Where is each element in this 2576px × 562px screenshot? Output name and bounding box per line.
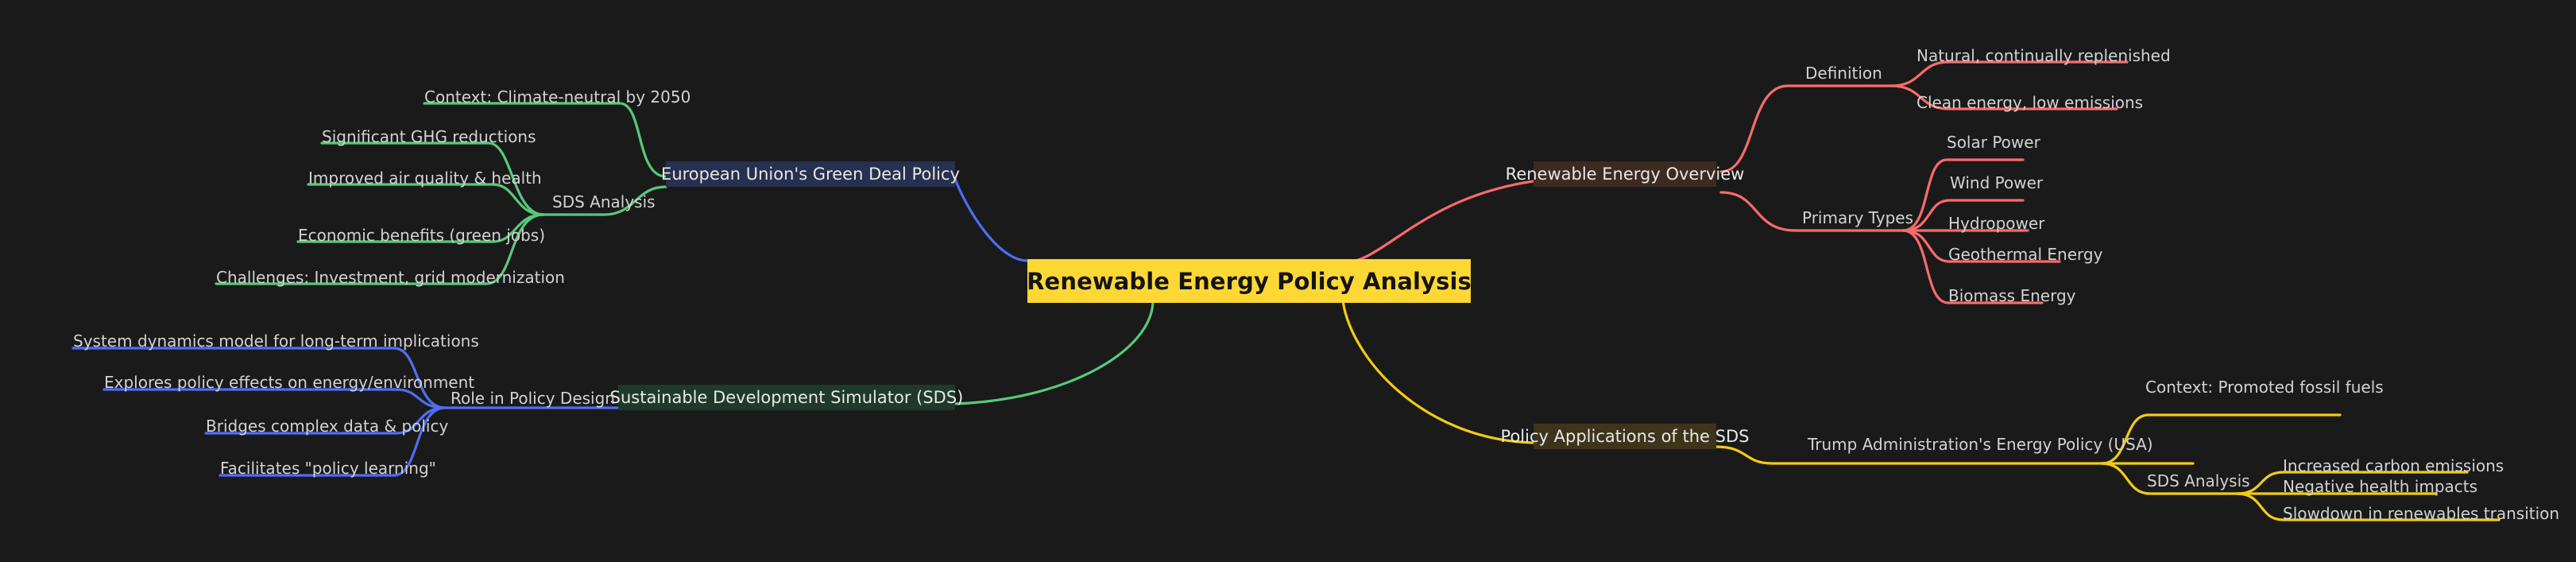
edge-ov-def-1 <box>1889 60 2129 87</box>
branch-node-eu[interactable]: European Union's Green Deal Policy <box>661 161 960 187</box>
edge-root-eu <box>953 177 1029 262</box>
apps-context-label[interactable]: Context: Promoted fossil fuels <box>2145 378 2384 397</box>
edge-ov-def-group <box>1719 84 1893 173</box>
apps-child-3-label[interactable]: Slowdown in renewables transition <box>2283 504 2560 523</box>
overview-def-1-label[interactable]: Natural, continually replenished <box>1917 46 2171 65</box>
sds-group-label[interactable]: Role in Policy Design <box>451 389 615 408</box>
overview-definition-label[interactable]: Definition <box>1805 64 1882 83</box>
edge-root-overview <box>1344 180 1535 264</box>
eu-child-2-label[interactable]: Improved air quality & health <box>308 169 542 188</box>
branch-node-sds-label: Sustainable Development Simulator (SDS) <box>609 388 964 407</box>
overview-type-3-label[interactable]: Hydropower <box>1948 214 2045 233</box>
eu-child-4-label[interactable]: Challenges: Investment, grid modernizati… <box>216 268 565 287</box>
branch-node-overview-label: Renewable Energy Overview <box>1505 165 1745 184</box>
edge-root-sds <box>953 299 1155 405</box>
eu-child-1-label[interactable]: Significant GHG reductions <box>322 127 536 146</box>
branch-node-sds[interactable]: Sustainable Development Simulator (SDS) <box>610 385 963 410</box>
overview-type-5-label[interactable]: Biomass Energy <box>1948 286 2076 305</box>
edge-eu-child-2 <box>307 183 545 216</box>
overview-type-2-label[interactable]: Wind Power <box>1950 173 2044 192</box>
overview-type-1-label[interactable]: Solar Power <box>1947 133 2040 152</box>
root-node-label: Renewable Energy Policy Analysis <box>1027 267 1472 295</box>
overview-def-2-label[interactable]: Clean energy, low emissions <box>1917 93 2144 112</box>
apps-child-2-label[interactable]: Negative health impacts <box>2283 477 2478 496</box>
eu-context-label[interactable]: Context: Climate-neutral by 2050 <box>424 87 691 107</box>
sds-child-3-label[interactable]: Bridges complex data & policy <box>206 417 449 436</box>
sds-child-2-label[interactable]: Explores policy effects on energy/enviro… <box>104 373 475 392</box>
branch-node-eu-label: European Union's Green Deal Policy <box>661 165 960 184</box>
apps-trump-label[interactable]: Trump Administration's Energy Policy (US… <box>1808 435 2153 454</box>
branch-node-applications[interactable]: Policy Applications of the SDS <box>1501 424 1749 449</box>
sds-child-4-label[interactable]: Facilitates "policy learning" <box>220 459 436 478</box>
overview-type-4-label[interactable]: Geothermal Energy <box>1948 245 2103 264</box>
eu-group-label[interactable]: SDS Analysis <box>552 192 656 211</box>
edge-root-apps <box>1341 299 1535 444</box>
eu-child-3-label[interactable]: Economic benefits (green jobs) <box>298 226 546 245</box>
branch-node-applications-label: Policy Applications of the SDS <box>1500 427 1750 446</box>
sds-child-1-label[interactable]: System dynamics model for long-term impl… <box>73 331 479 351</box>
root-node[interactable]: Renewable Energy Policy Analysis <box>1027 259 1472 303</box>
overview-types-label[interactable]: Primary Types <box>1802 208 1913 227</box>
edge-sds-child-2 <box>102 388 447 409</box>
apps-child-1-label[interactable]: Increased carbon emissions <box>2283 456 2504 475</box>
branch-node-overview[interactable]: Renewable Energy Overview <box>1506 161 1744 187</box>
apps-group-label[interactable]: SDS Analysis <box>2147 471 2250 490</box>
